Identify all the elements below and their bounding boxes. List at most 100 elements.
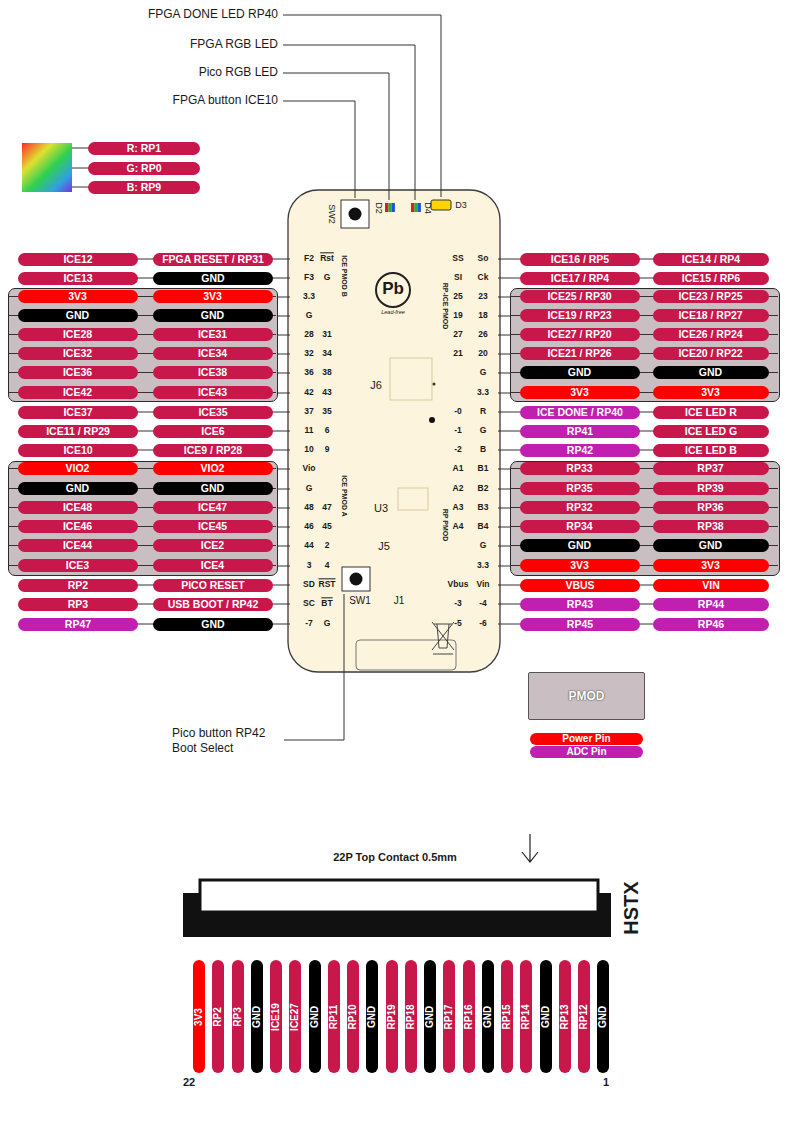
pin-silkscreen: 34: [322, 349, 331, 358]
pin-silkscreen: SC: [303, 599, 315, 608]
leader-line: [283, 101, 355, 198]
pin-label: RP34: [520, 520, 640, 533]
pin-label: RP45: [520, 618, 640, 631]
pin-label: VBUS: [520, 579, 640, 592]
pin-name: ICE19: [270, 1003, 282, 1031]
pin-label: PICO RESET: [153, 579, 273, 592]
pin-silkscreen: Ck: [478, 273, 489, 282]
part-ref: J5: [378, 540, 390, 552]
pin-label: RP39: [653, 482, 769, 495]
pin-label: GND: [520, 366, 640, 379]
pin-name: ICE6: [201, 425, 224, 438]
pin-name: 3V3: [701, 559, 720, 572]
pin-name: RP19: [386, 1004, 398, 1029]
pin-name: GND: [568, 539, 591, 552]
pin-silkscreen: 43: [322, 388, 331, 397]
pmod-group: RP33RP37RP35RP39RP32RP36RP34RP38GNDGND3V…: [510, 461, 780, 576]
connector-pin: ICE19: [270, 960, 282, 1073]
connector-pin: 3V3: [193, 960, 205, 1073]
pin-name: VIN: [702, 579, 720, 592]
pin-label: ICE45: [153, 520, 273, 533]
insert-arrow: [522, 834, 538, 862]
pin-label: RP3: [18, 598, 138, 611]
group-wires: [9, 462, 276, 574]
pin-name: ICE42: [63, 386, 92, 399]
pin-silkscreen: B3: [478, 503, 489, 512]
connector-pin: RP17: [443, 960, 455, 1073]
pin-label: ICE18 / RP27: [653, 309, 769, 322]
pin-name: RP2: [68, 579, 88, 592]
pin-name: ICE21 / RP26: [547, 347, 611, 360]
pin-name: RP10: [347, 1004, 359, 1029]
pin-silkscreen: A2: [453, 484, 464, 493]
pin-name: RP43: [567, 598, 593, 611]
pin-name: ICE26 / RP24: [678, 328, 742, 341]
callout-label: FPGA DONE LED RP40: [148, 8, 278, 21]
pin-name: USB BOOT / RP42: [168, 598, 258, 611]
button-symbol: [349, 208, 362, 221]
pin-name: GND: [66, 482, 89, 495]
pin-number: 22: [183, 1076, 195, 1088]
pin-name: GND: [251, 1005, 263, 1027]
pin-silkscreen: -6: [479, 619, 487, 628]
pin-name: ICE19 / RP23: [547, 309, 611, 322]
pin-silkscreen: So: [478, 254, 489, 263]
connector-pin: ICE27: [289, 960, 301, 1073]
pin-name: ICE13: [63, 272, 92, 285]
pin-label: ICE9 / RP28: [153, 444, 273, 457]
pin-label: RP46: [653, 618, 769, 631]
pin-name: RP47: [65, 618, 91, 631]
pin-name: ICE46: [63, 520, 92, 533]
pin-label: USB BOOT / RP42: [153, 598, 273, 611]
pin-label: FPGA RESET / RP31: [153, 253, 273, 266]
chip-outline: [398, 488, 428, 510]
pin-silkscreen: 4: [325, 561, 330, 570]
logo-text: Pb: [382, 280, 404, 299]
pin-name: GND: [66, 309, 89, 322]
pin-silkscreen: G: [324, 273, 331, 282]
pin-name: ICE4: [201, 559, 224, 572]
connector-pin: GND: [309, 960, 321, 1073]
pin-silkscreen: 3.3: [303, 292, 315, 301]
pin-label: ICE2: [153, 539, 273, 552]
connector-pin: GND: [424, 960, 436, 1073]
pin-name: 3V3: [203, 290, 222, 303]
leader-line: [283, 73, 389, 200]
led-symbol: [411, 203, 414, 212]
pin-name: GND: [201, 272, 224, 285]
part-ref: J1: [394, 595, 405, 606]
connector-pin: GND: [482, 960, 494, 1073]
pin-silkscreen: -7: [305, 619, 313, 628]
pin-name: RP15: [501, 1004, 513, 1029]
pin-name: RP11: [328, 1004, 340, 1028]
pin-name: ICE27 / RP20: [547, 328, 611, 341]
pin-name: RP33: [566, 462, 592, 475]
pin-label: ICE19 / RP23: [520, 309, 640, 322]
connector-pin: RP13: [559, 960, 571, 1073]
pin-silkscreen: 11: [305, 426, 314, 435]
pin-label: ICE37: [18, 406, 138, 419]
pin-label: RP43: [520, 598, 640, 611]
pin-name: FPGA RESET / RP31: [162, 253, 264, 266]
part-ref: D4: [422, 202, 432, 214]
pin-silkscreen: B4: [478, 522, 489, 531]
connector-pin: RP14: [520, 960, 532, 1073]
pin-name: ICE36: [63, 366, 92, 379]
pin-name: R: RP1: [127, 142, 161, 155]
pin-label: ICE16 / RP5: [520, 253, 640, 266]
pin-label: ICE4: [153, 559, 273, 572]
fpc-connector: [183, 834, 611, 937]
pin-name: RP13: [559, 1004, 571, 1029]
pin-name: ICE48: [63, 501, 92, 514]
pin-name: RP18: [405, 1004, 417, 1029]
pin-name: RP12: [578, 1004, 590, 1029]
pin-silkscreen: 25: [453, 292, 462, 301]
pin-silkscreen: A1: [453, 464, 464, 473]
legend-text: ADC Pin: [567, 746, 607, 758]
pin-label: VIO2: [18, 462, 138, 475]
pin-label: ICE LED B: [653, 444, 769, 457]
pin-name: 3V3: [570, 559, 589, 572]
pin-label: ICE27 / RP20: [520, 328, 640, 341]
logo-text: Lead-free: [381, 309, 405, 315]
pin-name: ICE14 / RP4: [682, 253, 740, 266]
